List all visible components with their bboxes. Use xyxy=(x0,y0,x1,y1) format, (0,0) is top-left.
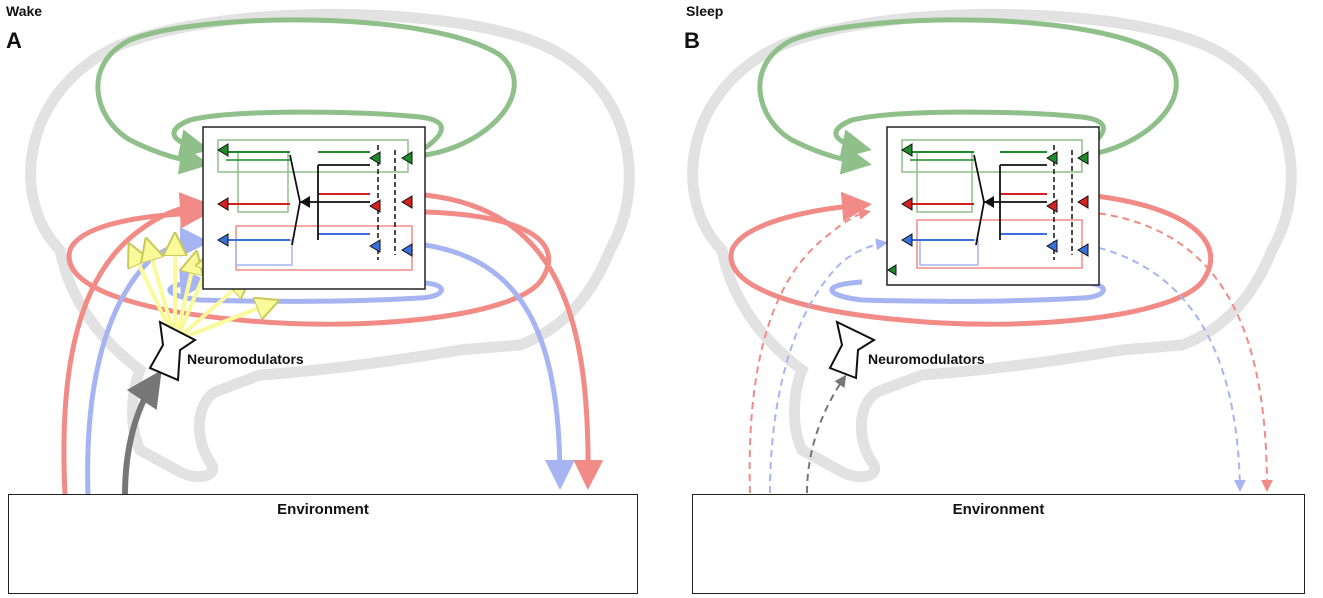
neuron-green-small xyxy=(887,264,897,276)
neuron-red-1 xyxy=(217,197,229,211)
neuron-red-1 xyxy=(901,197,913,211)
blue-output-path-dashed xyxy=(1086,244,1246,492)
blue-input-path-dashed xyxy=(769,238,888,494)
state-label: Wake xyxy=(6,3,43,19)
neuromodulator-funnel-icon xyxy=(828,320,877,380)
neuron-blue-1 xyxy=(217,233,229,247)
cortex-box xyxy=(202,126,426,290)
neuromodulator-funnel-icon xyxy=(148,320,197,382)
neuron-blue-3 xyxy=(401,243,413,257)
neuron-blue-2 xyxy=(1046,239,1058,253)
neuromodulators-label: Neuromodulators xyxy=(868,351,985,367)
neuromodulators-label: Neuromodulators xyxy=(187,351,304,367)
red-output-path-dashed xyxy=(1086,211,1273,492)
neuron-red-3 xyxy=(1077,195,1089,209)
neuron-green-3 xyxy=(401,151,413,165)
panel-letter: A xyxy=(6,28,22,53)
green-loop-outer xyxy=(757,17,1179,175)
environment-label: Environment xyxy=(277,501,369,518)
environment-box: Environment xyxy=(692,494,1305,594)
neuron-red-3 xyxy=(401,195,413,209)
neuron-center xyxy=(984,196,994,208)
cortex-neurons xyxy=(887,143,1089,276)
neuron-red-2 xyxy=(1046,199,1058,213)
cortex-neurons xyxy=(217,143,413,257)
neuron-green-1 xyxy=(217,143,229,157)
red-input-path xyxy=(61,192,210,496)
environment-label: Environment xyxy=(952,501,1045,518)
neuron-center xyxy=(300,196,310,208)
blue-loop xyxy=(167,268,444,304)
neuron-green-1 xyxy=(901,143,913,157)
red-output-path xyxy=(424,192,604,490)
red-input-path-dashed xyxy=(748,207,871,494)
neuron-blue-3 xyxy=(1077,243,1089,257)
neuron-green-3 xyxy=(1077,151,1089,165)
state-label: Sleep xyxy=(686,3,724,19)
red-loop xyxy=(728,191,1214,327)
gray-arrow xyxy=(122,370,162,496)
blue-output-path xyxy=(424,242,575,490)
wake-diagram xyxy=(25,8,635,496)
neuron-red-2 xyxy=(369,199,381,213)
panel-letter: B xyxy=(684,28,700,53)
green-loop-outer xyxy=(95,17,517,175)
red-loop xyxy=(66,198,552,327)
green-loop-inner xyxy=(833,109,1106,159)
neuron-green-2 xyxy=(369,151,381,165)
neuron-blue-1 xyxy=(901,233,913,247)
green-loop-inner xyxy=(171,109,444,159)
blue-loop xyxy=(829,279,1106,304)
panel-sleep: Sleep B Neuromodulators Environment xyxy=(662,0,1323,598)
neuron-green-2 xyxy=(1046,151,1058,165)
gray-arrow-dashed xyxy=(806,374,847,494)
sleep-diagram xyxy=(687,8,1297,494)
panel-wake: Wake A Neuromodulators Environment xyxy=(0,0,661,598)
neuron-blue-2 xyxy=(369,239,381,253)
environment-box: Environment xyxy=(8,494,638,594)
